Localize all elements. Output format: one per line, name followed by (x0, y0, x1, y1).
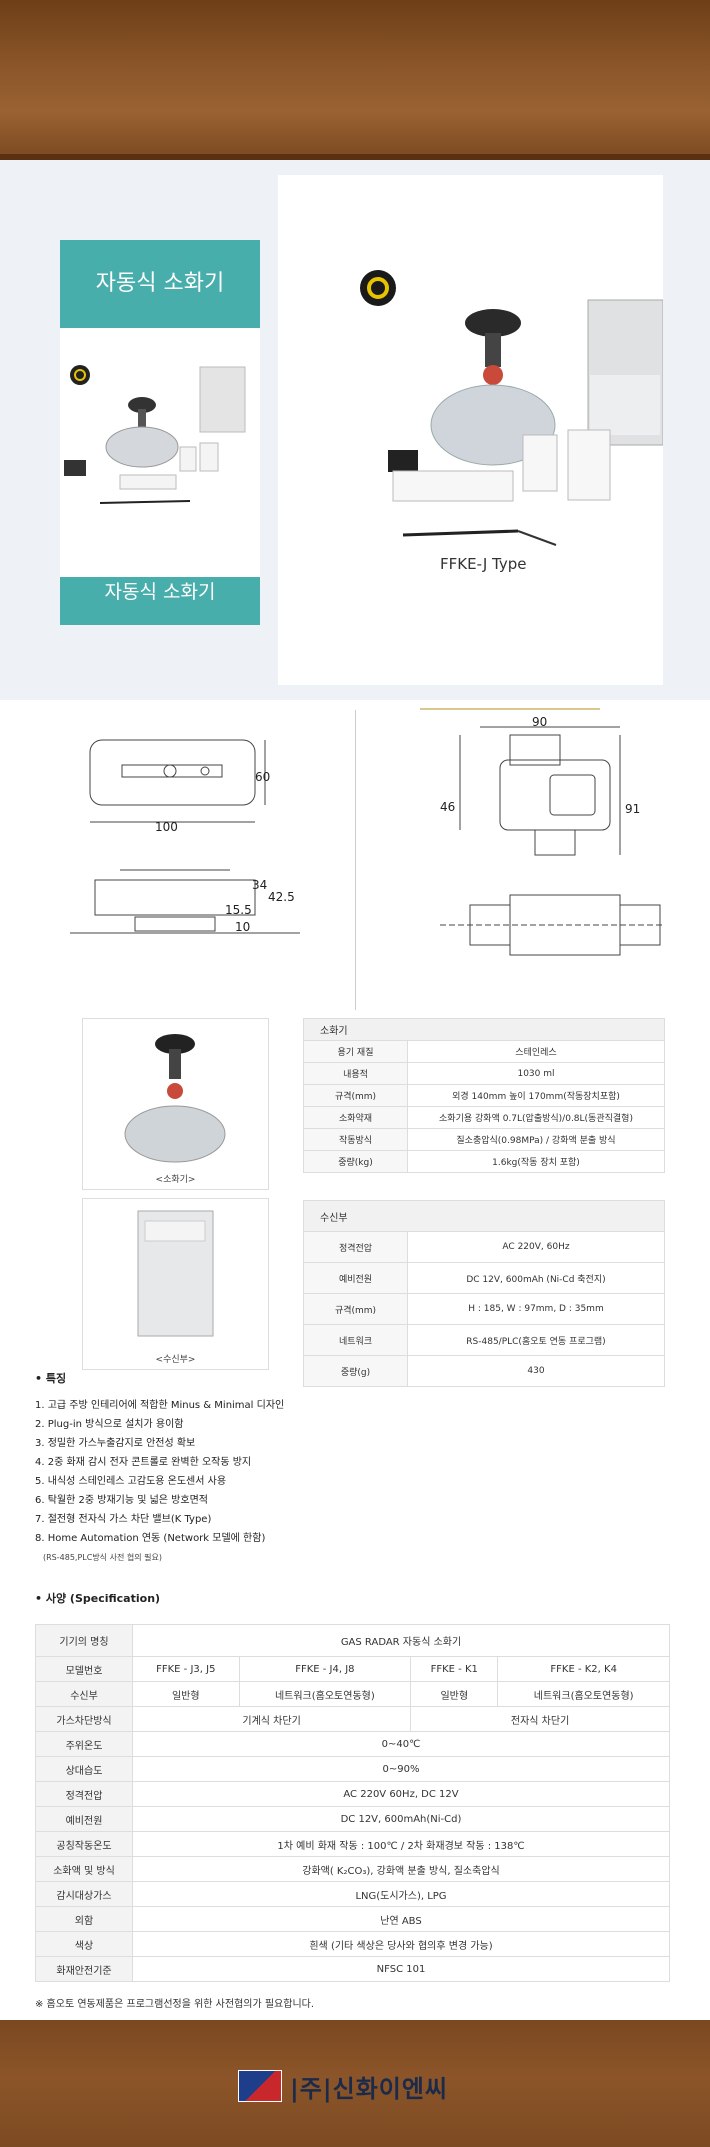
receiver-illustration (137, 1210, 214, 1337)
features-note: (RS-485,PLC방식 사전 협의 필요) (43, 1553, 162, 1562)
list-item: 2. Plug-in 방식으로 설치가 용이함 (35, 1419, 184, 1430)
extinguisher-illustration (124, 1034, 226, 1163)
receiver-photo: <수신부> (82, 1198, 269, 1370)
spec-table: 기기의 명칭 GAS RADAR 자동식 소화기 모델번호 FFKE - J3,… (35, 1624, 670, 1982)
technical-drawing (70, 708, 665, 956)
company-name: |주|신화이엔씨 (290, 2074, 449, 2103)
extinguisher-photo: <소화기> (82, 1018, 269, 1190)
features-list: 1. 고급 주방 인테리어에 적합한 Minus & Minimal 디자인 2… (35, 1396, 284, 1567)
bottom-banner (0, 2020, 710, 2147)
dim-label: 34 (252, 878, 268, 892)
list-item: 6. 탁월한 2중 방재기능 및 넓은 방호면적 (35, 1495, 208, 1506)
dim-label: 100 (155, 820, 178, 834)
top-banner (0, 0, 710, 160)
table-row: 중량(kg)1.6kg(작동 장치 포함) (303, 1150, 665, 1173)
table-section-title: 소화기 (303, 1018, 665, 1041)
dim-label: 90 (532, 715, 548, 729)
side-product-card: 자동식 소화기 자동식 소화기 (60, 240, 260, 625)
table-row: 기기의 명칭 GAS RADAR 자동식 소화기 (35, 1624, 670, 1657)
list-item: 7. 절전형 전자식 가스 차단 밸브(K Type) (35, 1514, 212, 1525)
list-item: 3. 정밀한 가스누출감지로 안전성 확보 (35, 1438, 196, 1449)
company-logo-icon (238, 2070, 282, 2102)
features-title: • 특징 (35, 1372, 67, 1385)
drawing-divider (355, 710, 356, 1010)
dim-label: 42.5 (268, 890, 295, 904)
table-row: 규격(mm)H : 185, W : 97mm, D : 35mm (303, 1293, 665, 1325)
table-row: 수신부 일반형 네트워크(홈오토연동형) 일반형 네트워크(홈오토연동형) (35, 1681, 670, 1707)
company-logo-block: |주|신화이엔씨 (238, 2070, 449, 2103)
product-type-label: FFKE-J Type (440, 555, 527, 573)
extinguisher-caption: <소화기> (155, 1175, 196, 1185)
dim-label: 60 (255, 770, 271, 784)
side-card-title: 자동식 소화기 (60, 240, 260, 328)
dim-label: 15.5 (225, 903, 252, 917)
side-card-footer: 자동식 소화기 (60, 577, 260, 625)
table-row: 모델번호 FFKE - J3, J5 FFKE - J4, J8 FFKE - … (35, 1656, 670, 1682)
spec-footnote: ※ 홈오토 연동제품은 프로그램선정을 위한 사전협의가 필요합니다. (35, 1999, 315, 2010)
dim-label: 91 (625, 802, 641, 816)
table-row: 중량(g)430 (303, 1355, 665, 1387)
table-section-title: 수신부 (303, 1200, 665, 1232)
list-item: 4. 2중 화재 감시 전자 콘트롤로 완벽한 오작동 방지 (35, 1457, 252, 1468)
list-item: 8. Home Automation 연동 (Network 모델에 한함) (35, 1533, 266, 1544)
table-row: 가스차단방식 기계식 차단기 전자식 차단기 (35, 1706, 670, 1732)
dim-label: 10 (235, 920, 251, 934)
list-item: 1. 고급 주방 인테리어에 적합한 Minus & Minimal 디자인 (35, 1400, 285, 1411)
spec-title: • 사양 (Specification) (35, 1592, 161, 1605)
product-set-illustration (360, 270, 664, 546)
receiver-caption: <수신부> (155, 1355, 196, 1365)
table-row: 규격(mm)외경 140mm 높이 170mm(작동장치포함) (303, 1084, 665, 1107)
side-product-photo (64, 365, 246, 504)
dim-label: 46 (440, 800, 456, 814)
main-product-photo (278, 175, 664, 685)
list-item: 5. 내식성 스테인레스 고감도용 온도센서 사용 (35, 1476, 227, 1487)
